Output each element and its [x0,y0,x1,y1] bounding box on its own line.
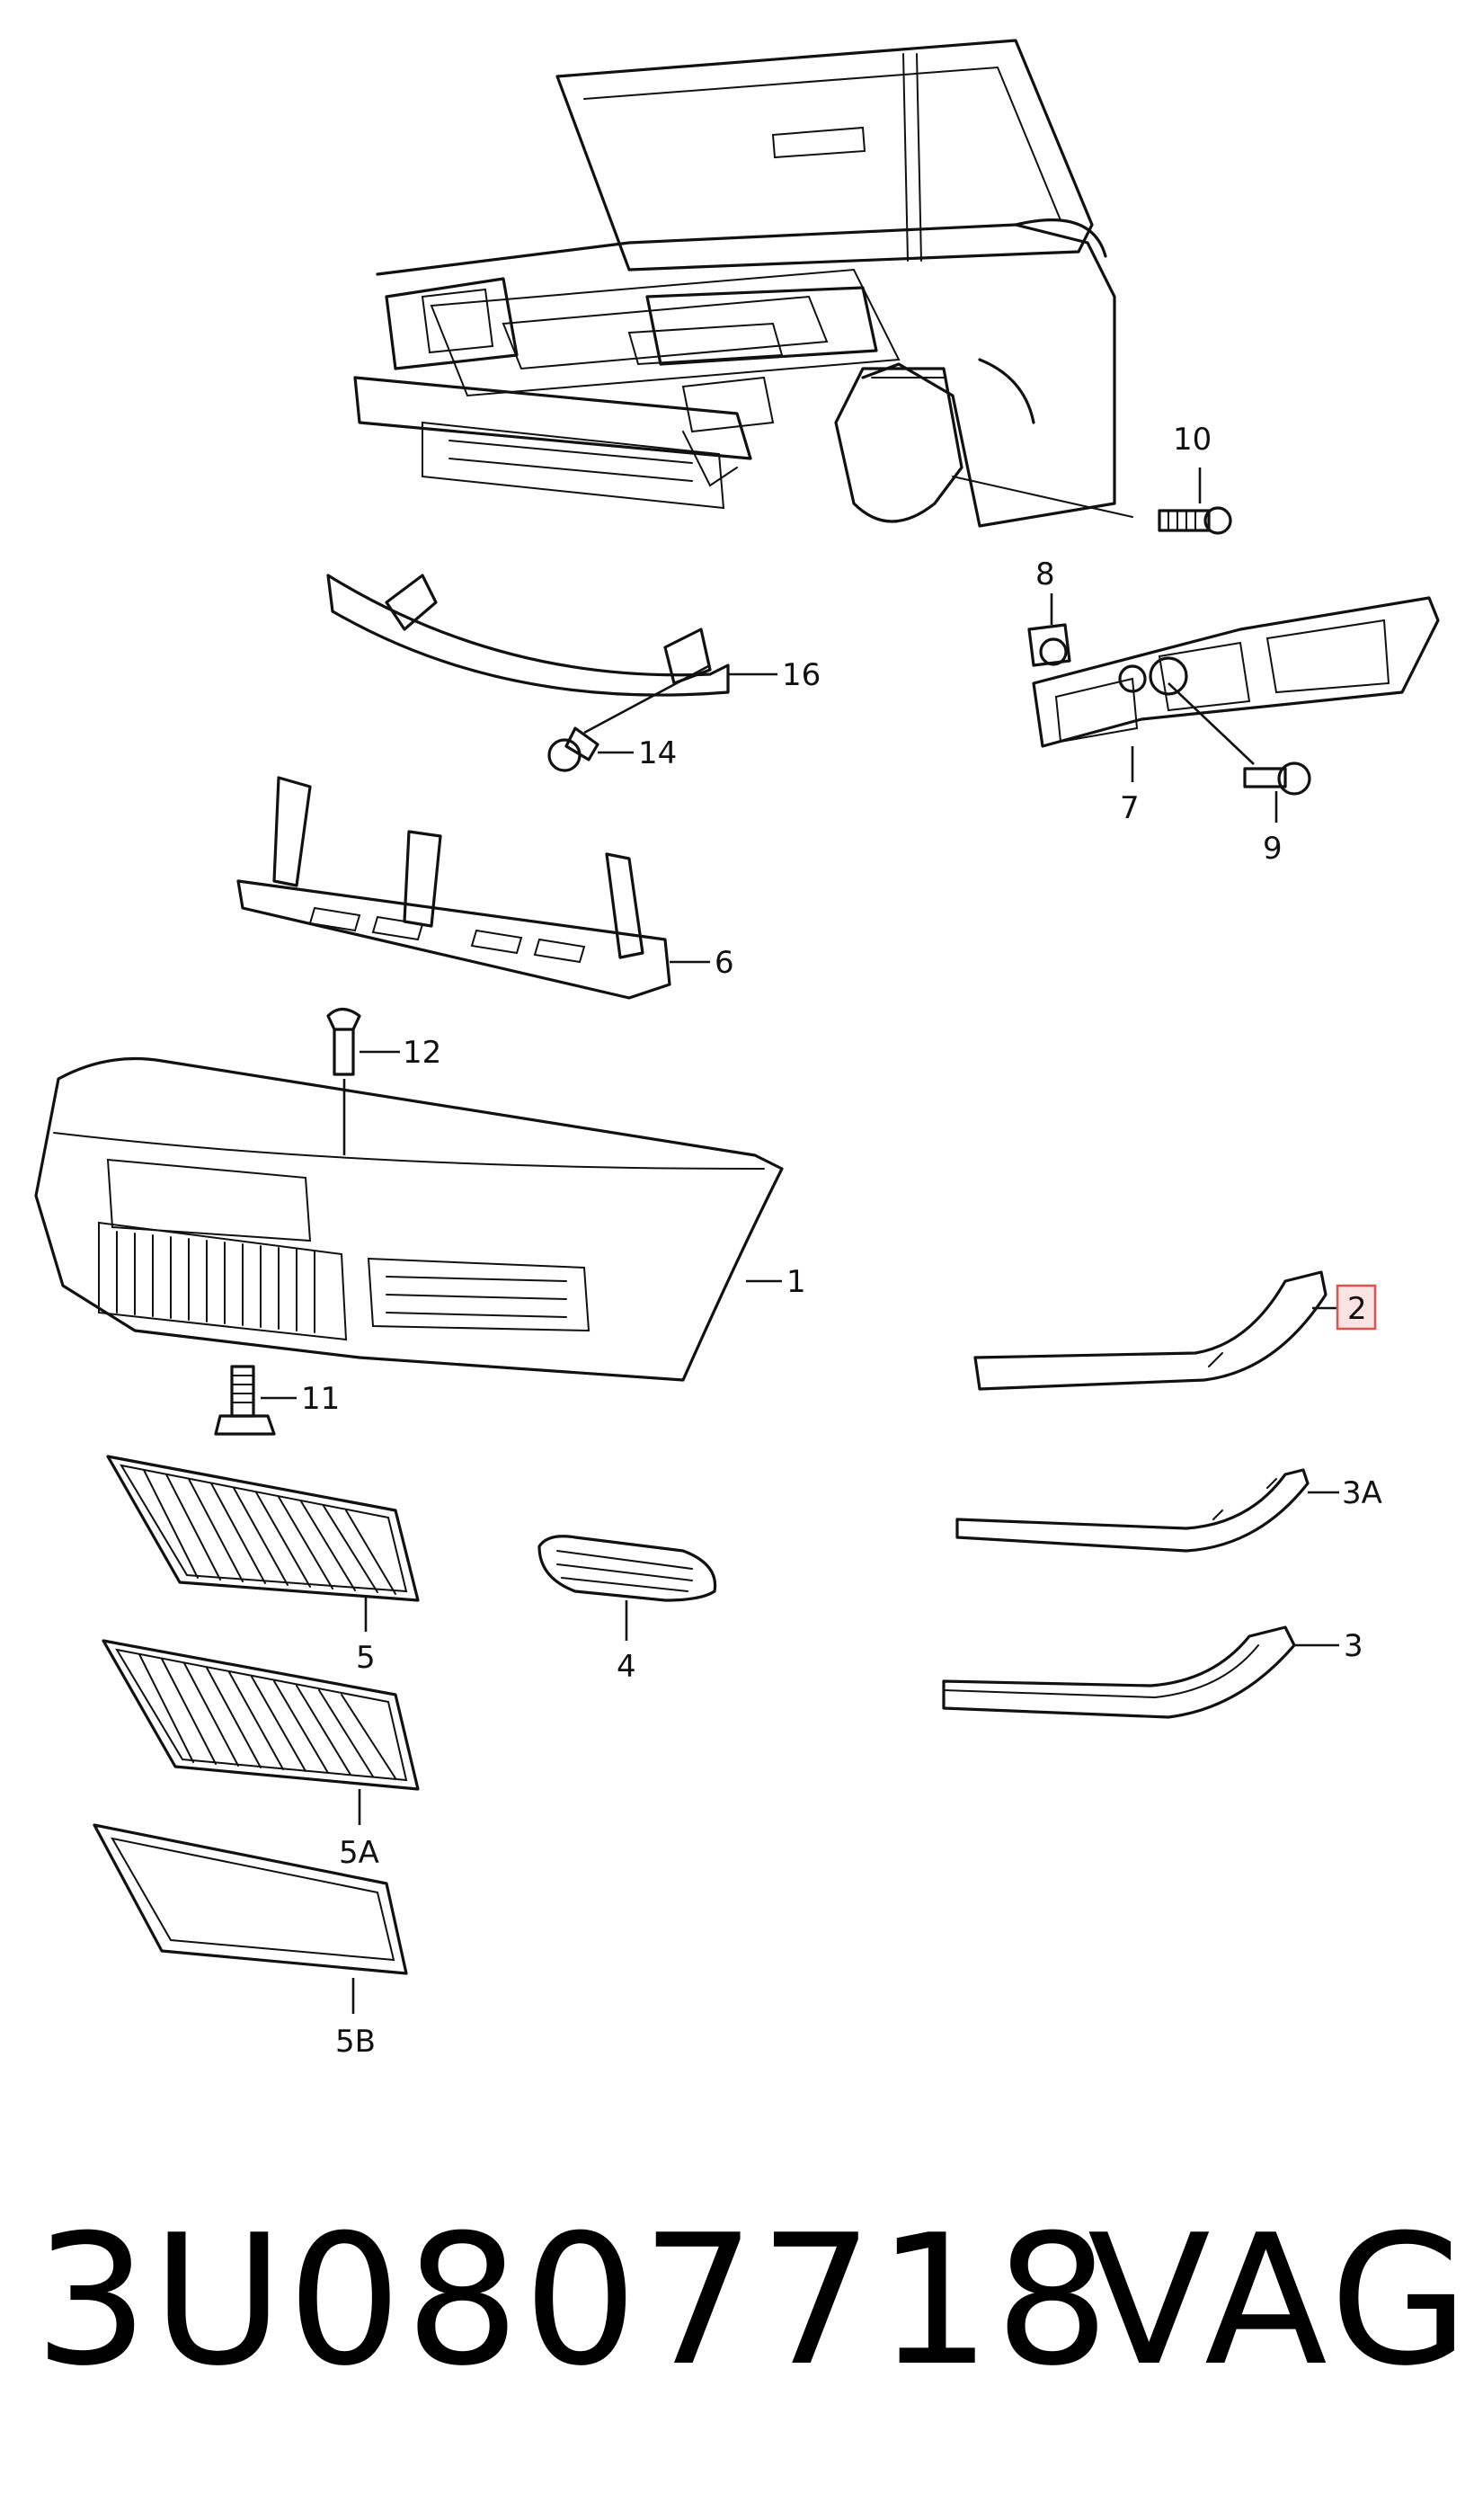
part-5b-frame: 5B [93,1823,408,2060]
callout-12[interactable]: 12 [403,1035,441,1071]
part-number: 3U0807718 [34,2196,1114,2406]
callout-2[interactable]: 2 [1347,1291,1367,1327]
part-5a-grille: 5A [102,1639,420,1871]
brand-name: VAG [1088,2196,1474,2406]
callout-7[interactable]: 7 [1120,790,1140,826]
part-5-grille: 5 [106,1455,420,1676]
callout-1[interactable]: 1 [786,1264,806,1300]
part-8-clip: 8 [1027,557,1071,667]
callout-5a[interactable]: 5A [339,1835,379,1871]
part-7-bracket: 7 [1032,596,1440,826]
part-14-bolt: 14 [547,663,711,772]
callout-4[interactable]: 4 [617,1649,636,1685]
part-16-impact-bar: 16 [326,574,821,697]
callout-5b[interactable]: 5B [335,2024,376,2060]
part-6-bumper-carrier: 6 [236,776,734,1000]
part-11-bolt: 11 [214,1365,340,1436]
part-4-side-grille: 4 [537,1535,717,1685]
callout-11[interactable]: 11 [301,1381,340,1417]
part-3-trim-strip: 3 [942,1625,1363,1719]
footer-part-info: 3U0807718 VAG [0,2194,1474,2409]
callout-14[interactable]: 14 [638,735,677,771]
callout-16[interactable]: 16 [782,657,821,693]
callout-10[interactable]: 10 [1173,422,1212,458]
callout-8[interactable]: 8 [1035,557,1055,592]
part-12-screw: 12 [326,1007,441,1155]
callout-2-highlight-box [1336,1284,1377,1331]
car-front-illustration [353,39,1133,528]
callout-5[interactable]: 5 [356,1640,376,1676]
callout-6[interactable]: 6 [715,945,734,981]
callout-9[interactable]: 9 [1263,831,1283,867]
part-3a-trim-strip: 3A [955,1468,1382,1553]
part-9-screw: 9 [1168,682,1311,867]
callout-3a[interactable]: 3A [1342,1475,1382,1511]
part-2-trim-strip: 2 [973,1270,1377,1391]
callout-3[interactable]: 3 [1344,1628,1363,1664]
part-10-bolt: 10 [1158,422,1232,535]
part-1-bumper-cover: 1 [34,1056,806,1382]
